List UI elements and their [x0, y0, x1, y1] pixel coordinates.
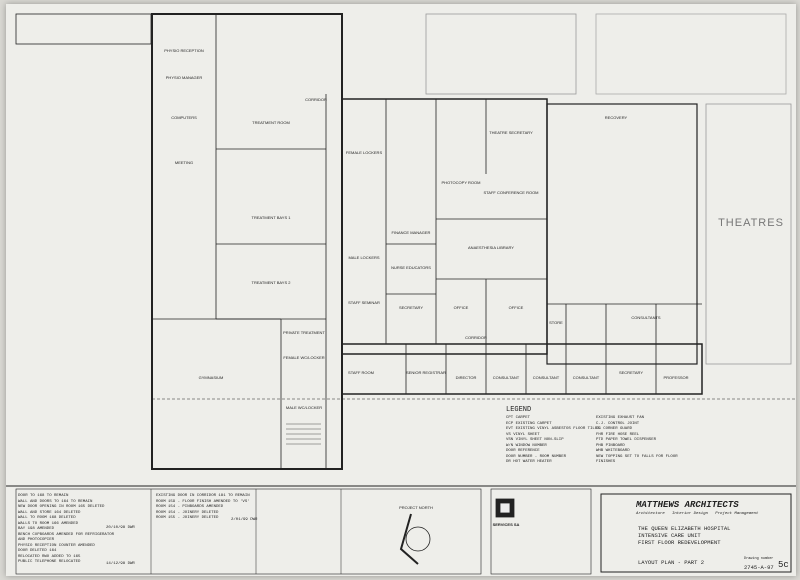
revision-line: ROOM 154 - PINBOARDS AMENDED [156, 505, 224, 509]
legend-item: DR HOT WATER HEATER [506, 460, 552, 464]
label-staff-room: STAFF ROOM [348, 370, 374, 375]
revision-line: DOOR TO 168 TO REMAIN [18, 494, 69, 498]
revision-line: ROOM 155 - JOINERY DELETED [156, 516, 219, 520]
label-library: ANAESTHESIA LIBRARY [468, 245, 514, 250]
legend-item: PTD PAPER TOWEL DISPENSER [596, 438, 657, 442]
label-female-wc: FEMALE WC/LOCKER [283, 355, 324, 360]
project-line: THE QUEEN ELIZABETH HOSPITAL [638, 525, 731, 532]
legend-item: VS VINYL SHEET [506, 432, 540, 437]
label-gymnasium: GYMNASIUM [199, 375, 224, 380]
label-staff-seminar: STAFF SEMINAR [348, 300, 380, 305]
revision-line: ROOM 159 - FLOOR FINISH AMENDED TO 'VS' [156, 499, 250, 504]
legend-title: LEGEND [506, 406, 532, 414]
revision-line: AND PHOTOCOPIER [18, 538, 55, 542]
drawing-sheet: THEATRES RECOVERY THEATRE SECRETARY TREA… [6, 4, 796, 576]
label-physio-manager: PHYSIO MANAGER [166, 75, 203, 80]
label-corridor: CORRIDOR [465, 335, 487, 340]
label-theatre-secretary: THEATRE SECRETARY [489, 130, 533, 135]
label-finance: FINANCE MANAGER [392, 230, 431, 235]
label-consultant: CONSULTANT [493, 375, 520, 380]
firm-tagline: Architecture Interior Design Project Man… [636, 512, 759, 516]
label-corridor: CORRIDOR [305, 97, 327, 102]
project-line: INTENSIVE CARE UNIT [638, 532, 701, 539]
revision-line: RELOCATED RWO ADDED TO 165 [18, 554, 81, 559]
sheet-title: LAYOUT PLAN - PART 2 [638, 559, 705, 566]
label-photocopy: PHOTOCOPY ROOM [442, 180, 481, 185]
legend-item: C.J. CONTROL JOINT [596, 421, 640, 426]
label-consultant: CONSULTANT [573, 375, 600, 380]
legend-item: WHB WHITEBOARD [596, 449, 630, 453]
label-conference: STAFF CONFERENCE ROOM [483, 190, 538, 195]
wall-block-central [341, 98, 548, 355]
legend-item: FHR FIRE HOSE REEL [596, 432, 640, 437]
label-office: OFFICE [509, 305, 524, 310]
legend-item: EXISTING EXHAUST FAN [596, 416, 645, 420]
revision-c-date: 2/01/99 DWR [231, 518, 258, 522]
revision-line: WALL AND DOORS TO 164 TO REMAIN [18, 499, 93, 504]
revision-line: BAY 198 AMENDED [18, 527, 55, 531]
revision-line: EXISTING DOOR IN CORRIDOR 181 TO REMAIN [156, 494, 250, 498]
firm-name: MATTHEWS ARCHITECTS [636, 500, 739, 510]
label-consultants: CONSULTANTS [631, 315, 661, 320]
label-professor: PROFESSOR [663, 375, 688, 380]
legend-item: W/N WINDOW NUMBER [506, 443, 547, 448]
legend-item: ECP EXISTING CARPET [506, 421, 552, 426]
legend-item: DOOR NUMBER - ROOM NUMBER [506, 454, 567, 459]
label-office: OFFICE [454, 305, 469, 310]
revision-b-date: 14/12/98 DWR [106, 562, 135, 566]
label-treatment-bays-1: TREATMENT BAYS 1 [252, 215, 292, 220]
revision-line: WALL TO ROOM 168 DELETED [18, 516, 76, 520]
legend-item: DOOR REFERENCE [506, 449, 540, 453]
drawing-number: 2745-A-97 [744, 564, 774, 571]
label-meeting: MEETING [175, 160, 193, 165]
wall-block-west [151, 13, 343, 470]
label-secretary: SECRETARY [619, 370, 643, 375]
label-director: DIRECTOR [456, 375, 477, 380]
floor-plan: THEATRES RECOVERY THEATRE SECRETARY TREA… [6, 13, 796, 575]
revision-line: PUBLIC TELEPHONE RELOCATED [18, 560, 81, 564]
label-theatres: THEATRES [718, 217, 784, 229]
label-treatment-room: TREATMENT ROOM [252, 120, 290, 125]
label-nurse-educators: NURSE EDUCATORS [391, 265, 431, 270]
revision-number: 5c [778, 560, 789, 570]
revision-line: ROOM 154 - JOINERY DELETED [156, 510, 219, 515]
legend-item: VSN VINYL SHEET NON-SLIP [506, 438, 564, 442]
revision-line: WALLS TO ROOM 166 AMENDED [18, 521, 79, 526]
revision-line: WALL AND STORE 164 DELETED [18, 510, 81, 515]
project-north-label: PROJECT NORTH [399, 505, 433, 510]
legend-item: CPT CARPET [506, 416, 531, 420]
legend-item: EVT EXISTING VINYL ASBESTOS FLOOR TILES [506, 427, 600, 431]
label-male-lockers: MALE LOCKERS [348, 255, 379, 260]
project-line: FIRST FLOOR REDEVELOPMENT [638, 539, 721, 546]
label-physio-reception: PHYSIO RECEPTION [164, 48, 204, 53]
label-senior-registrar: SENIOR REGISTRAR [406, 370, 446, 375]
label-store: STORE [549, 320, 563, 325]
revision-line: PHYSIO RECEPTION COUNTER AMENDED [18, 543, 95, 548]
drawing-number-label: Drawing number [744, 557, 774, 561]
legend-item: CG CORNER GUARD [596, 427, 633, 431]
label-female-lockers: FEMALE LOCKERS [346, 150, 383, 155]
services-logo-text: SERVICES SA [493, 522, 520, 527]
label-private-treatment: PRIVATE TREATMENT [283, 330, 325, 335]
label-male-wc: MALE WC/LOCKER [286, 405, 322, 410]
revision-a-date: 20/10/98 DWR [106, 526, 135, 530]
legend-item: PHB PINBOARD [596, 443, 625, 448]
label-computers: COMPUTERS [171, 115, 197, 120]
label-consultant: CONSULTANT [533, 375, 560, 380]
revision-line: NEW DOOR OPENING IN ROOM 165 DELETED [18, 505, 105, 509]
label-secretary: SECRETARY [399, 305, 423, 310]
label-recovery: RECOVERY [605, 115, 628, 120]
revision-line: BENCH CUPBOARDS AMENDED FOR REFRIGERATOR [18, 532, 115, 537]
revision-line: DOOR DELETED 164 [18, 549, 57, 553]
legend-item: NEW TOPPING SET TO FALLS FOR FLOOR FINIS… [596, 454, 678, 465]
label-treatment-bays-2: TREATMENT BAYS 2 [252, 280, 292, 285]
